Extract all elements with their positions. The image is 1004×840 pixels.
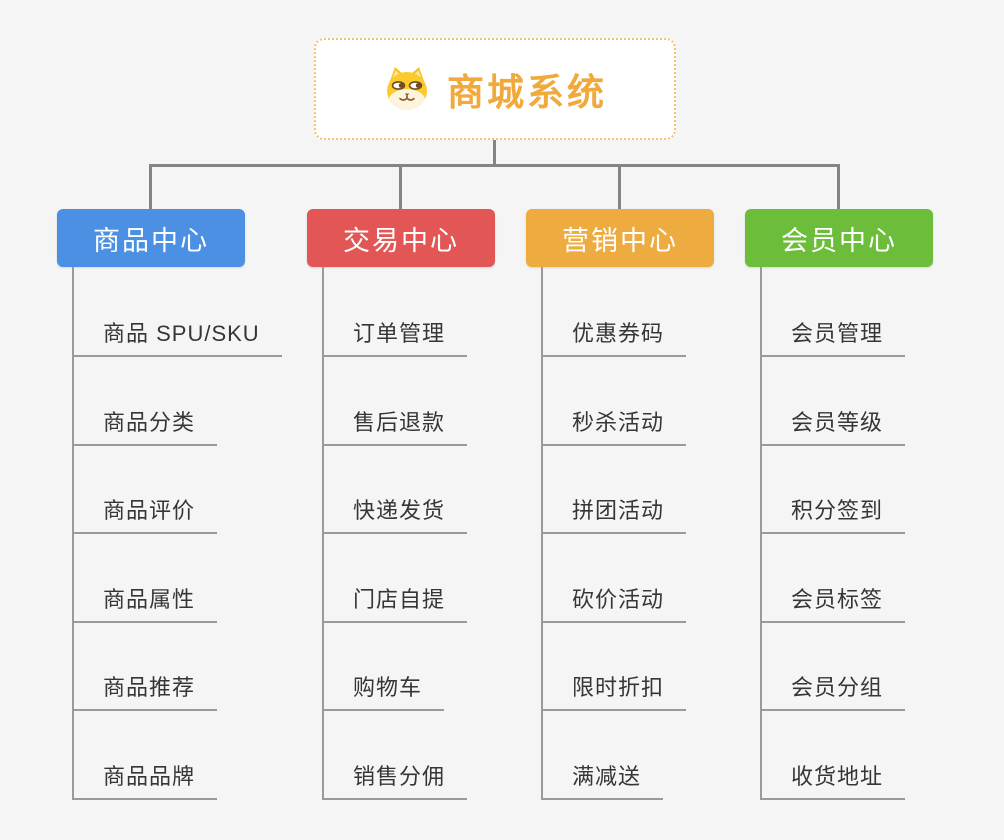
tree-node-item[interactable]: 拼团活动 bbox=[541, 496, 687, 534]
connector-drop-product bbox=[149, 167, 152, 210]
tree-node-item[interactable]: 售后退款 bbox=[322, 408, 468, 446]
tree-node-item[interactable]: 商品分类 bbox=[72, 408, 218, 446]
tree-node-item[interactable]: 销售分佣 bbox=[322, 762, 468, 800]
root-node[interactable]: 商城系统 bbox=[314, 38, 676, 140]
branch-header-marketing-center[interactable]: 营销中心 bbox=[526, 209, 714, 267]
tree-node-item[interactable]: 收货地址 bbox=[760, 762, 906, 800]
root-title: 商城系统 bbox=[447, 72, 607, 113]
branch-marketing-center: 营销中心 优惠券码 秒杀活动 拼团活动 砍价活动 限时折扣 满减送 bbox=[526, 209, 816, 829]
tree-node-item[interactable]: 快递发货 bbox=[322, 496, 468, 534]
branch-member-center: 会员中心 会员管理 会员等级 积分签到 会员标签 会员分组 收货地址 bbox=[745, 209, 1004, 829]
branch-header-member-center[interactable]: 会员中心 bbox=[745, 209, 933, 267]
branch-trade-center: 交易中心 订单管理 售后退款 快递发货 门店自提 购物车 销售分佣 bbox=[307, 209, 597, 829]
connector-drop-marketing bbox=[618, 167, 621, 210]
tree-node-item[interactable]: 门店自提 bbox=[322, 585, 468, 623]
tree-node-item[interactable]: 商品评价 bbox=[72, 496, 218, 534]
connector-bus-line bbox=[149, 164, 840, 167]
tree-node-item[interactable]: 满减送 bbox=[541, 762, 664, 800]
tree-node-item[interactable]: 会员管理 bbox=[760, 319, 906, 357]
tree-node-item[interactable]: 砍价活动 bbox=[541, 585, 687, 623]
tree-node-item[interactable]: 商品品牌 bbox=[72, 762, 218, 800]
tree-node-item[interactable]: 商品 SPU/SKU bbox=[72, 319, 282, 357]
branch-header-product-center[interactable]: 商品中心 bbox=[57, 209, 245, 267]
tree-node-item[interactable]: 商品属性 bbox=[72, 585, 218, 623]
tree-node-item[interactable]: 会员分组 bbox=[760, 673, 906, 711]
dog-face-icon bbox=[383, 66, 431, 112]
tree-node-item[interactable]: 商品推荐 bbox=[72, 673, 218, 711]
branch-product-center: 商品中心 商品 SPU/SKU 商品分类 商品评价 商品属性 商品推荐 商品品牌 bbox=[57, 209, 347, 829]
tree-node-item[interactable]: 购物车 bbox=[322, 673, 445, 711]
tree-node-item[interactable]: 订单管理 bbox=[322, 319, 468, 357]
tree-node-item[interactable]: 秒杀活动 bbox=[541, 408, 687, 446]
tree-node-item[interactable]: 会员等级 bbox=[760, 408, 906, 446]
connector-root-stub bbox=[493, 140, 496, 164]
connector-drop-trade bbox=[399, 167, 402, 210]
branch-header-trade-center[interactable]: 交易中心 bbox=[307, 209, 495, 267]
tree-node-item[interactable]: 优惠券码 bbox=[541, 319, 687, 357]
tree-node-item[interactable]: 积分签到 bbox=[760, 496, 906, 534]
tree-node-item[interactable]: 限时折扣 bbox=[541, 673, 687, 711]
tree-node-item[interactable]: 会员标签 bbox=[760, 585, 906, 623]
connector-drop-member bbox=[837, 167, 840, 210]
